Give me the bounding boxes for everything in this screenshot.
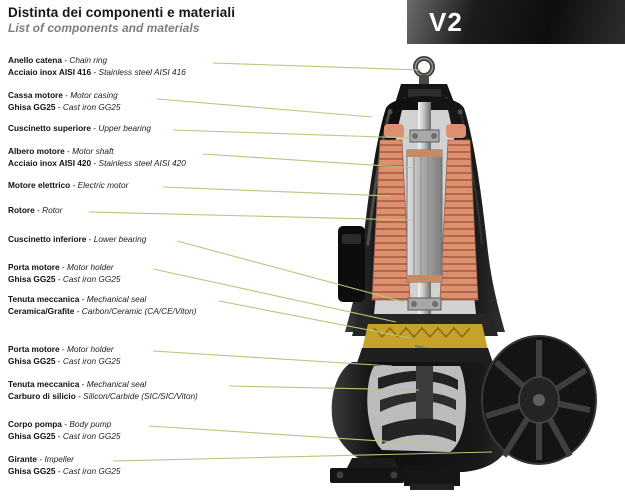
component-label-line: Ghisa GG25 - Cast iron GG25 (8, 465, 121, 476)
component-label: Cuscinetto superiore - Upper bearing (8, 123, 151, 135)
pump-illustration (330, 56, 597, 490)
component-label-line: Carburo di silicio - Silicon/Carbide (SI… (8, 390, 198, 401)
component-label-line: Corpo pompa - Body pump (8, 419, 112, 429)
component-label-line: Cassa motore - Motor casing (8, 90, 118, 100)
component-label-line: Tenuta meccanica - Mechanical seal (8, 294, 147, 304)
component-label-line: Ghisa GG25 - Cast iron GG25 (8, 355, 121, 366)
component-label-line: Cuscinetto inferiore - Lower bearing (8, 234, 147, 244)
component-label-line: Ghisa GG25 - Cast iron GG25 (8, 430, 121, 441)
component-label-line: Acciaio inox AISI 416 - Stainless steel … (8, 66, 186, 77)
discharge-flange (330, 458, 404, 483)
component-label-line: Motore elettrico - Electric motor (8, 180, 129, 190)
model-badge-text: V2 (429, 6, 463, 37)
lower-bearing (407, 297, 442, 311)
upper-bearing (409, 129, 440, 143)
component-label-line: Albero motore - Motor shaft (8, 146, 114, 156)
mechanical-seal-upper (362, 324, 488, 350)
component-label-line: Girante - Impeller (8, 454, 74, 464)
rotor (406, 149, 443, 283)
component-label-line: Ceramica/Grafite - Carbon/Ceramic (CA/CE… (8, 305, 197, 316)
component-label-line: Porta motore - Motor holder (8, 344, 114, 354)
component-label-line: Rotore - Rotor (8, 205, 63, 215)
model-badge: V2 (407, 0, 625, 44)
component-label: Motore elettrico - Electric motor (8, 180, 128, 192)
component-label-line: Ghisa GG25 - Cast iron GG25 (8, 273, 121, 284)
cable-box (338, 226, 365, 302)
component-label-line: Porta motore - Motor holder (8, 262, 114, 272)
component-label-line: Ghisa GG25 - Cast iron GG25 (8, 101, 121, 112)
component-label: Cuscinetto inferiore - Lower bearing (8, 234, 146, 246)
component-label-line: Cuscinetto superiore - Upper bearing (8, 123, 151, 133)
component-label-line: Anello catena - Chain ring (8, 55, 108, 65)
component-label: Rotore - Rotor (8, 205, 62, 217)
suction-base (404, 466, 460, 490)
component-label-line: Acciaio inox AISI 420 - Stainless steel … (8, 157, 186, 168)
page-subtitle: List of components and materials (8, 21, 200, 35)
impeller (481, 335, 597, 465)
page-title: Distinta dei componenti e materiali (8, 5, 236, 20)
component-label-line: Tenuta meccanica - Mechanical seal (8, 379, 147, 389)
